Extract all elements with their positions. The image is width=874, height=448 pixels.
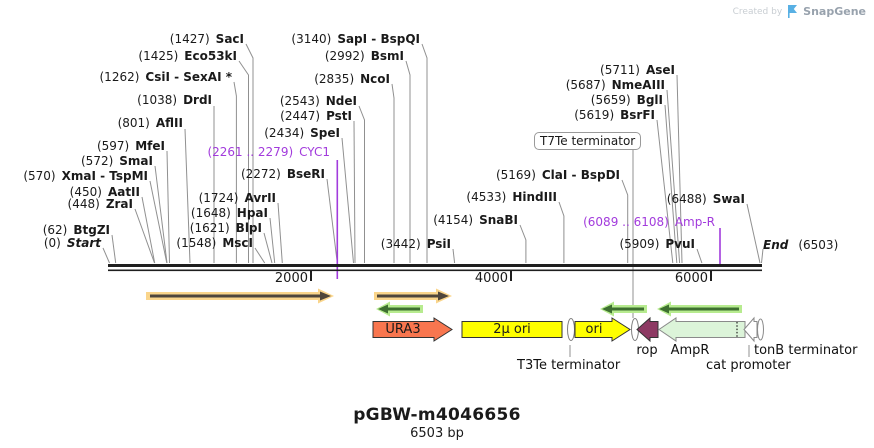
orf-arrow-plus-1: [146, 288, 334, 304]
plasmid-title: pGBW-m4046656: [353, 405, 521, 425]
site-AflII: (801)AflII: [117, 116, 183, 130]
tonb-terminator-arrow: [743, 316, 758, 343]
site-SnaBI: (4154)SnaBI: [433, 213, 518, 227]
site-SwaI: (6488)SwaI: [666, 192, 745, 206]
rop-label: rop: [636, 343, 658, 358]
site-BseRI: (2272)BseRI: [240, 167, 325, 181]
axis-tick-label-6000: 6000: [674, 271, 708, 286]
two-mu-ori-feature-label: 2μ ori: [493, 322, 531, 337]
site-ZraI: (448)ZraI: [67, 197, 133, 211]
region-marker-lines: [336, 160, 721, 279]
site-AatII: (450)AatII: [69, 185, 140, 199]
site-CsiI-SexAI: (1262)CsiI - SexAI *: [99, 70, 233, 84]
tonb-terminator-lens: [757, 318, 764, 341]
orf-arrow-minus-3: [657, 301, 742, 317]
site-SmaI: (572)SmaI: [81, 154, 153, 168]
leader-lines: [102, 43, 764, 357]
cat-promoter-label: cat promoter: [706, 358, 791, 373]
two-mu-ori-feature-box: [461, 321, 563, 338]
site-BsrFI: (5619)BsrFI: [574, 108, 655, 122]
site-DrdI: (1038)DrdI: [137, 93, 212, 107]
site-AvrII: (1724)AvrII: [198, 191, 276, 205]
snapgene-logo-icon: [787, 5, 798, 18]
site-PstI: (2447)PstI: [280, 109, 352, 123]
site-SpeI: (2434)SpeI: [264, 126, 340, 140]
site-HindIII: (4533)HindIII: [466, 190, 557, 204]
region-CYC1: (2261 .. 2279)CYC1: [207, 145, 330, 159]
site-BlpI: (1621)BlpI: [189, 221, 262, 235]
site-NmeAIII: (5687)NmeAIII: [565, 78, 665, 92]
ura3-feature-label: URA3: [385, 322, 421, 337]
t3te-terminator-label: T3Te terminator: [517, 358, 621, 373]
site-ClaI-BspDI: (5169)ClaI - BspDI: [495, 168, 620, 182]
watermark-created-by-label: Created by: [732, 6, 783, 17]
site-XmaI-TspMI: (570)XmaI - TspMI: [23, 169, 148, 183]
end-label: End(6503): [763, 238, 839, 252]
site-AseI: (5711)AseI: [600, 63, 675, 77]
site-BsmI: (2992)BsmI: [324, 49, 404, 63]
site-SapI-BspQI: (3140)SapI - BspQI: [291, 32, 420, 46]
orf-arrow-minus-2: [600, 301, 647, 317]
ori-feature-label: ori: [585, 322, 603, 337]
snapgene-watermark: Created by SnapGene: [733, 5, 866, 18]
watermark-brand-label: SnapGene: [803, 5, 866, 18]
ampr-feature-arrow: [658, 317, 746, 342]
site-NdeI: (2543)NdeI: [279, 94, 357, 108]
orf-arrow-minus-1: [376, 301, 423, 317]
orf-arrow-plus-2: [374, 288, 452, 304]
site-HpaI: (1648)HpaI: [190, 206, 268, 220]
axis-tick-label-4000: 4000: [474, 271, 508, 286]
site-PvuI: (5909)PvuI: [619, 237, 695, 251]
site-Eco53kI: (1425)Eco53kI: [138, 49, 237, 63]
site-MscI: (1548)MscI: [176, 236, 253, 250]
rop-feature-arrow: [636, 316, 659, 343]
start-label: (0)Start: [43, 236, 101, 250]
site-BglI: (5659)BglI: [590, 93, 663, 107]
site-PsiI: (3442)PsiI: [380, 237, 451, 251]
site-MfeI: (597)MfeI: [96, 139, 165, 153]
axis-tick-label-2000: 2000: [274, 271, 308, 286]
ori-feature-arrow: [574, 317, 631, 342]
region-AmpR: (6089 .. 6108)Amp-R: [583, 215, 715, 229]
site-BtgZI: (62)BtgZI: [42, 223, 110, 237]
ampr-label: AmpR: [670, 343, 710, 358]
t3te-terminator-lens: [567, 318, 575, 341]
tonb-terminator-label: tonB terminator: [754, 343, 858, 358]
ura3-feature-arrow: [372, 317, 453, 342]
t7te-terminator-boxed-label: T7Te terminator: [534, 132, 642, 150]
site-SacI: (1427)SacI: [169, 32, 244, 46]
plasmid-length: 6503 bp: [410, 426, 464, 441]
sequence-axis: [108, 264, 762, 281]
site-NcoI: (2835)NcoI: [314, 72, 390, 86]
